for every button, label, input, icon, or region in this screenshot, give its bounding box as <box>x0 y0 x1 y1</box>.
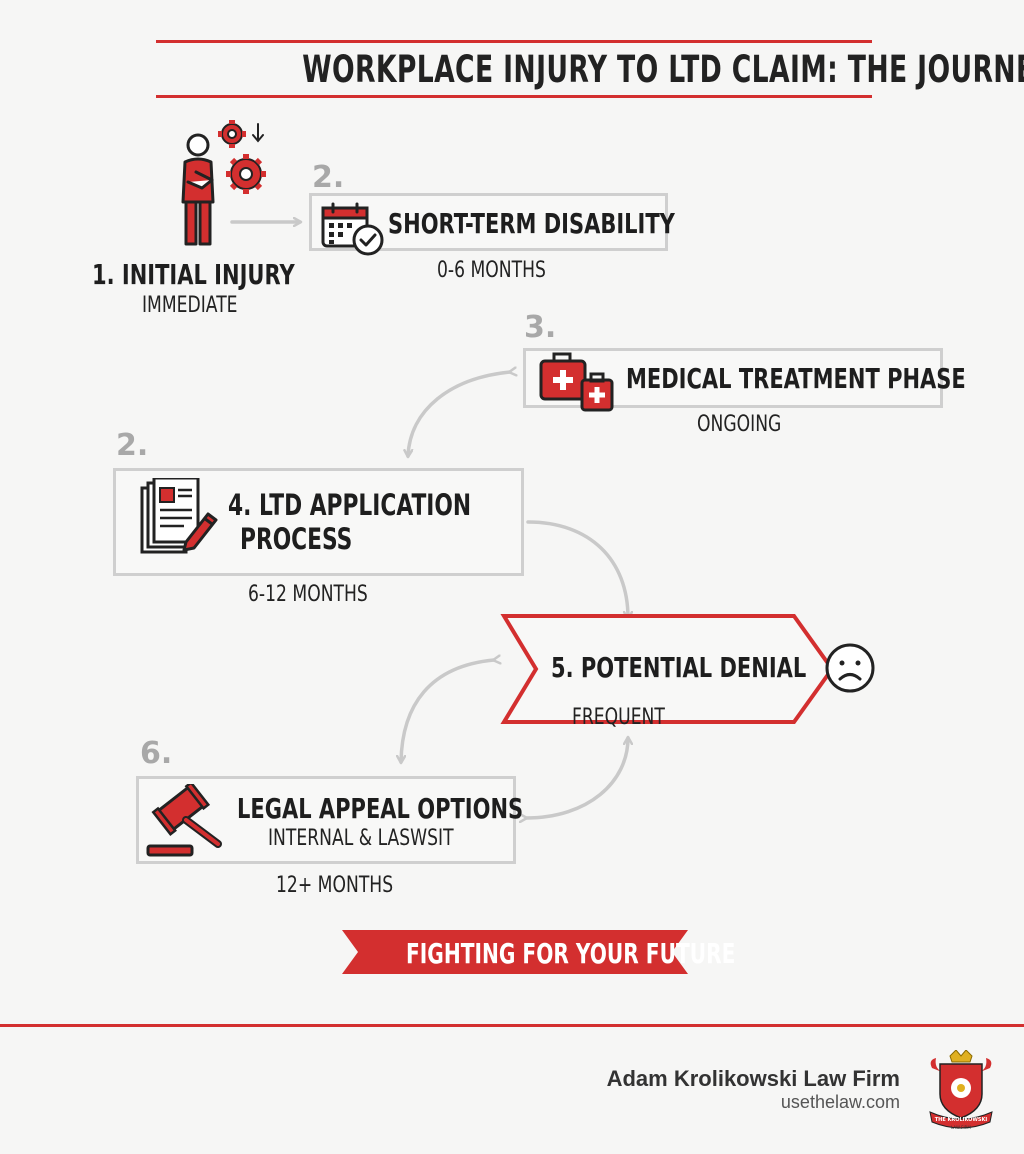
step-3-duration: ONGOING <box>697 412 782 437</box>
step-5-label: 5. POTENTIAL DENIAL <box>551 651 807 684</box>
step-4-number: 2. <box>116 428 149 463</box>
step-6-label: LEGAL APPEAL OPTIONS <box>237 792 524 825</box>
step-2-number: 2. <box>312 160 345 195</box>
step-1-label: 1. INITIAL INJURY <box>92 258 295 291</box>
title-top-rule <box>156 40 872 43</box>
step-6-number: 6. <box>140 736 173 771</box>
connector-denial-to-appeal <box>401 660 494 762</box>
title-bottom-rule <box>156 95 872 98</box>
documents-pen-icon <box>140 478 218 554</box>
step-6-sublabel: INTERNAL & LASWSIT <box>268 826 454 851</box>
step-3-number: 3. <box>524 310 557 345</box>
step-4-duration: 6-12 MONTHS <box>248 582 368 607</box>
logo-subtext: LAW FIRM <box>951 1125 971 1130</box>
title-block: WORKPLACE INJURY TO LTD CLAIM: THE JOURN… <box>156 40 1024 98</box>
banner-ribbon: FIGHTING FOR YOUR FUTURE <box>342 930 736 974</box>
step-1-duration: IMMEDIATE <box>142 293 238 318</box>
gavel-icon <box>146 784 222 857</box>
banner-ribbon-shape <box>342 930 688 974</box>
banner-text: FIGHTING FOR YOUR FUTURE <box>406 937 736 970</box>
firm-url: usethelaw.com <box>780 1092 900 1112</box>
connector-medical-to-ltd <box>408 372 510 456</box>
step-4-label-line1: 4. LTD APPLICATION <box>228 488 472 522</box>
step-6-duration: 12+ MONTHS <box>276 873 394 898</box>
step-3-label: MEDICAL TREATMENT PHASE <box>626 362 966 395</box>
firm-name: Adam Krolikowski Law Firm <box>606 1066 900 1091</box>
footer-rule <box>0 1024 1024 1027</box>
page-title: WORKPLACE INJURY TO LTD CLAIM: THE JOURN… <box>302 48 1024 91</box>
step-2-label: SHORT-TERM DISABILITY <box>388 207 675 240</box>
step-6-box <box>136 776 516 864</box>
step-2-duration: 0-6 MONTHS <box>437 258 546 283</box>
step-5-duration: FREQUENT <box>572 705 665 730</box>
step-4-label-line2: PROCESS <box>240 522 353 556</box>
logo-text: THE KROLIKOWSKI <box>935 1117 988 1123</box>
calendar-check-icon <box>321 202 384 256</box>
firm-logo-crest-icon: THE KROLIKOWSKI LAW FIRM <box>929 1050 993 1130</box>
injured-worker-gears-icon <box>181 120 266 246</box>
sad-face-icon <box>825 643 875 693</box>
denial-arrow-shape <box>500 614 835 724</box>
medical-kit-icon <box>539 352 614 412</box>
connector-ltd-to-denial <box>526 520 628 618</box>
connector-appeal-to-denial <box>526 738 628 818</box>
